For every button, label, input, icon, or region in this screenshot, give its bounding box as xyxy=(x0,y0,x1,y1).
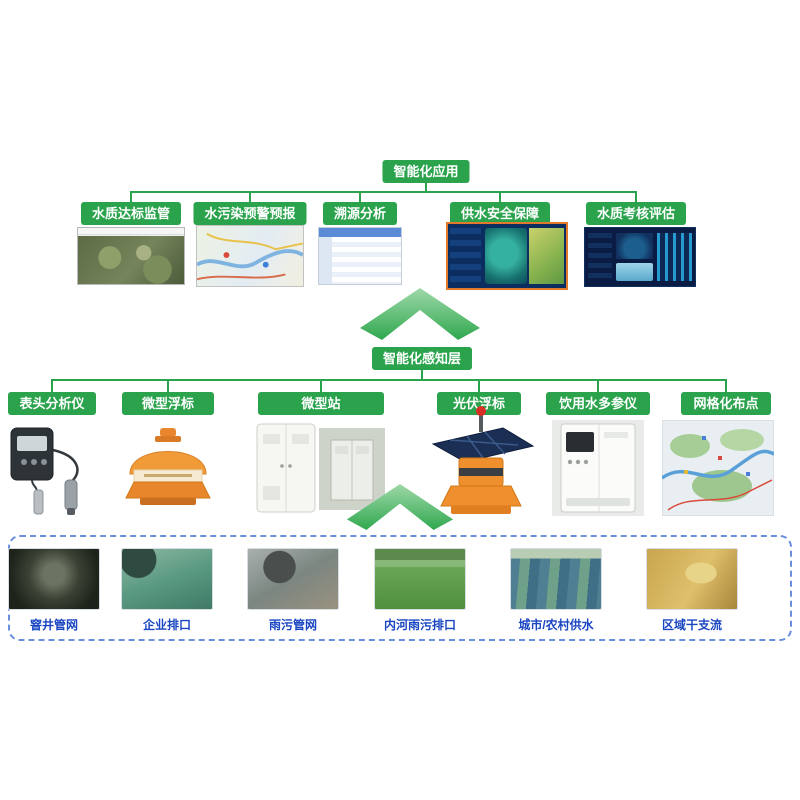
photo-sewage-pipe-network xyxy=(247,548,339,610)
sensor-item-probe-analyzer: 表头分析仪 xyxy=(8,392,96,415)
device-illustration-grid-map xyxy=(660,419,775,517)
application-layer-header: 智能化应用 xyxy=(382,160,470,183)
device-illustration-probe-analyzer xyxy=(7,420,97,518)
sensor-item-mini-buoy: 微型浮标 xyxy=(122,392,214,415)
photo-water-supply-aerial xyxy=(510,548,602,610)
connector-line xyxy=(421,368,423,379)
device-illustration-drinking-water-analyzer xyxy=(552,420,644,516)
connector-line xyxy=(597,379,599,392)
sensor-item-micro-station: 微型站 xyxy=(258,392,384,415)
connector-line xyxy=(51,379,53,392)
connector-line xyxy=(130,191,132,202)
device-illustration-mini-buoy xyxy=(122,426,214,508)
map-lines-icon xyxy=(195,232,305,281)
connector-line xyxy=(51,379,727,381)
app-item-water-supply-safety: 供水安全保障 xyxy=(449,202,551,225)
app-item-pollution-forecast: 水污染预警预报 xyxy=(193,202,307,225)
screenshot-city-map xyxy=(195,225,305,287)
device-illustration-solar-buoy xyxy=(423,404,539,520)
scene-label-manhole-network: 窨井管网 xyxy=(29,618,79,632)
photo-river-outfall xyxy=(374,548,466,610)
photo-enterprise-outfall xyxy=(121,548,213,610)
sensor-item-grid-deployment: 网格化布点 xyxy=(681,392,771,415)
scene-label-river-outfall: 内河雨污排口 xyxy=(383,618,457,632)
app-item-water-quality-supervision: 水质达标监管 xyxy=(80,202,182,225)
scene-label-water-supply: 城市/农村供水 xyxy=(518,618,594,632)
connector-line xyxy=(249,191,251,202)
sensor-item-drinking-water-analyzer: 饮用水多参仪 xyxy=(546,392,650,415)
screenshot-data-table xyxy=(318,227,402,285)
screenshot-satellite-map xyxy=(77,227,185,285)
up-arrow-icon xyxy=(345,484,455,535)
connector-line xyxy=(320,379,322,392)
connector-line xyxy=(359,191,361,202)
perception-layer-header: 智能化感知层 xyxy=(371,347,473,370)
connector-line xyxy=(167,379,169,392)
connector-line xyxy=(499,191,501,202)
app-item-traceability-analysis: 溯源分析 xyxy=(322,202,398,225)
device-illustration-micro-station xyxy=(255,422,387,516)
photo-manhole-network xyxy=(8,548,100,610)
scene-label-river-basin: 区域干支流 xyxy=(661,618,723,632)
connector-line xyxy=(425,181,427,191)
up-arrow-icon xyxy=(360,288,480,345)
connector-line xyxy=(478,379,480,392)
screenshot-dark-dashboard xyxy=(584,227,696,287)
connector-line xyxy=(130,191,637,193)
connector-line xyxy=(635,191,637,202)
sensor-item-solar-buoy: 光伏浮标 xyxy=(437,392,521,415)
photo-river-basin xyxy=(646,548,738,610)
scene-label-sewage-pipe-network: 雨污管网 xyxy=(268,618,318,632)
scene-label-enterprise-outfall: 企业排口 xyxy=(142,618,192,632)
app-item-assessment-evaluation: 水质考核评估 xyxy=(585,202,687,225)
screenshot-supply-dashboard xyxy=(446,222,568,290)
connector-line xyxy=(725,379,727,392)
